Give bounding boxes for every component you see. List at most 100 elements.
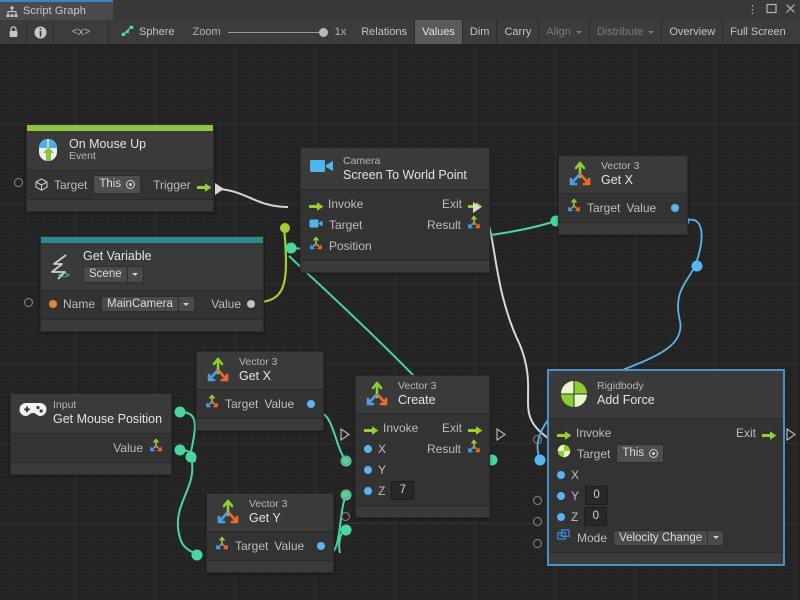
vector3-port-icon[interactable] xyxy=(205,394,219,413)
float-out-port[interactable] xyxy=(307,400,315,408)
window-maximize-button[interactable] xyxy=(766,3,777,17)
unconnected-port-add-force-target[interactable] xyxy=(533,435,542,444)
flow-in-icon[interactable] xyxy=(364,423,377,433)
toolbar-button-align[interactable]: Align xyxy=(539,20,589,44)
vector3-port-icon[interactable] xyxy=(215,536,229,555)
toolbar-button-distribute[interactable]: Distribute xyxy=(590,20,662,44)
port-label-trigger: Trigger xyxy=(153,178,191,192)
target-value-text: This xyxy=(99,177,121,192)
unconnected-port-add-force-mode[interactable] xyxy=(533,539,542,548)
node-title: Get Y xyxy=(249,511,288,525)
node-subtitle: Camera xyxy=(343,156,467,168)
unconnected-port-create-z[interactable] xyxy=(341,512,350,521)
breadcrumb-label: Sphere xyxy=(139,26,174,38)
node-vector3-get-y-mid[interactable]: Vector 3 Get Y Target Value xyxy=(206,493,334,573)
variable-scope-dropdown[interactable]: Scene xyxy=(83,266,152,283)
tab-script-graph[interactable]: Script Graph xyxy=(0,0,113,20)
float-in-port-x[interactable] xyxy=(557,471,565,479)
lock-button[interactable] xyxy=(0,20,27,44)
toolbar-button-relations[interactable]: Relations xyxy=(354,20,415,44)
float-in-port-z[interactable] xyxy=(557,513,565,521)
port-label-exit: Exit xyxy=(736,426,756,440)
port-label-target: Target xyxy=(587,201,620,215)
node-vector3-get-x-top[interactable]: Vector 3 Get X Target Value xyxy=(558,155,688,235)
node-camera-screen-to-world-point[interactable]: Camera Screen To World Point Invoke Exit xyxy=(300,147,490,273)
node-titles: Input Get Mouse Position xyxy=(53,400,162,426)
node-on-mouse-up[interactable]: On Mouse Up Event Target This xyxy=(26,124,214,212)
unconnected-port-create-y[interactable] xyxy=(341,490,350,499)
toolbar-button-dim[interactable]: Dim xyxy=(463,20,498,44)
flow-in-icon[interactable] xyxy=(309,199,322,209)
float-in-port-y[interactable] xyxy=(364,466,372,474)
flow-in-icon[interactable] xyxy=(557,428,570,438)
unconnected-port-create-x[interactable] xyxy=(341,456,350,465)
port-label-value: Value xyxy=(626,201,656,215)
z-value-field[interactable]: 0 xyxy=(584,507,607,525)
target-value-picker[interactable]: This xyxy=(616,444,664,463)
window-controls: ⋮ xyxy=(747,0,796,20)
toolbar-button-values[interactable]: Values xyxy=(415,20,463,44)
node-vector3-get-x-mid[interactable]: Vector 3 Get X Target Value xyxy=(196,351,324,431)
node-vector3-create[interactable]: Vector 3 Create Invoke Exit xyxy=(355,375,490,518)
node-header: Vector 3 Get Y xyxy=(207,494,333,531)
z-value-field[interactable]: 7 xyxy=(391,481,414,499)
node-header: <> Get Variable Scene xyxy=(41,243,263,290)
vector3-port-icon[interactable] xyxy=(567,198,581,217)
target-value-picker[interactable]: This xyxy=(93,175,141,194)
unconnected-port-on-mouse-up-target[interactable] xyxy=(14,178,23,187)
window-menu-button[interactable]: ⋮ xyxy=(747,5,758,16)
vector3-port-icon[interactable] xyxy=(467,215,481,234)
info-button[interactable] xyxy=(27,20,54,44)
camera-port-icon[interactable] xyxy=(309,216,323,234)
window-close-button[interactable] xyxy=(785,3,796,17)
unconnected-port-add-force-z[interactable] xyxy=(533,517,542,526)
vector3-port-icon[interactable] xyxy=(309,236,323,255)
vector3-port-icon[interactable] xyxy=(467,439,481,458)
node-input-get-mouse-position[interactable]: Input Get Mouse Position Value xyxy=(10,393,172,475)
graph-canvas[interactable]: On Mouse Up Event Target This xyxy=(0,45,800,600)
node-rigidbody-add-force[interactable]: Rigidbody Add Force Invoke Exit xyxy=(548,370,784,565)
unconnected-port-get-variable-name[interactable] xyxy=(24,298,33,307)
node-title: Get X xyxy=(601,173,640,187)
flow-out-icon[interactable] xyxy=(468,423,481,433)
node-get-variable[interactable]: <> Get Variable Scene Name MainCamera xyxy=(40,236,264,332)
zoom-slider-knob[interactable] xyxy=(319,28,328,37)
y-value-field[interactable]: 0 xyxy=(585,486,608,504)
toolbar-button-overview[interactable]: Overview xyxy=(662,20,723,44)
zoom-slider-track xyxy=(228,32,328,33)
float-out-port[interactable] xyxy=(317,542,325,550)
mode-value-text: Velocity Change xyxy=(613,530,707,546)
float-in-port-y[interactable] xyxy=(557,492,565,500)
unconnected-port-add-force-y[interactable] xyxy=(533,496,542,505)
port-label-name: Name xyxy=(63,297,95,311)
node-titles: Rigidbody Add Force xyxy=(597,381,655,407)
flow-out-icon[interactable] xyxy=(762,428,775,438)
breadcrumb[interactable]: Sphere xyxy=(109,20,184,44)
node-titles: On Mouse Up Event xyxy=(69,137,146,163)
string-port-icon[interactable] xyxy=(49,300,57,308)
target-select-icon[interactable] xyxy=(126,180,135,189)
port-label-target: Target xyxy=(577,447,610,461)
node-subtitle: Get Variable xyxy=(83,249,152,263)
code-view-button[interactable]: <x> xyxy=(54,20,109,44)
toolbar-button-carry[interactable]: Carry xyxy=(497,20,539,44)
target-value-text: This xyxy=(622,446,644,461)
variable-scope-text: Scene xyxy=(83,266,127,283)
value-out-port[interactable] xyxy=(247,300,255,308)
zoom-slider[interactable] xyxy=(228,26,328,38)
node-footer xyxy=(207,560,333,572)
variable-name-dropdown[interactable]: MainCamera xyxy=(101,296,195,312)
vector3-port-icon[interactable] xyxy=(149,438,163,457)
port-row-invoke-exit: Invoke Exit xyxy=(356,417,489,438)
flow-out-connector-camera-exit xyxy=(472,201,481,213)
rigidbody-port-icon[interactable] xyxy=(557,444,571,463)
float-in-port-z[interactable] xyxy=(364,487,372,495)
mode-dropdown[interactable]: Velocity Change xyxy=(613,530,724,546)
enum-port-icon[interactable] xyxy=(557,529,571,547)
float-in-port-x[interactable] xyxy=(364,445,372,453)
node-body: Target Value xyxy=(207,531,333,560)
float-out-port[interactable] xyxy=(671,204,679,212)
node-body: Value xyxy=(11,433,171,462)
toolbar-button-full-screen[interactable]: Full Screen xyxy=(723,20,793,44)
target-select-icon[interactable] xyxy=(649,449,658,458)
